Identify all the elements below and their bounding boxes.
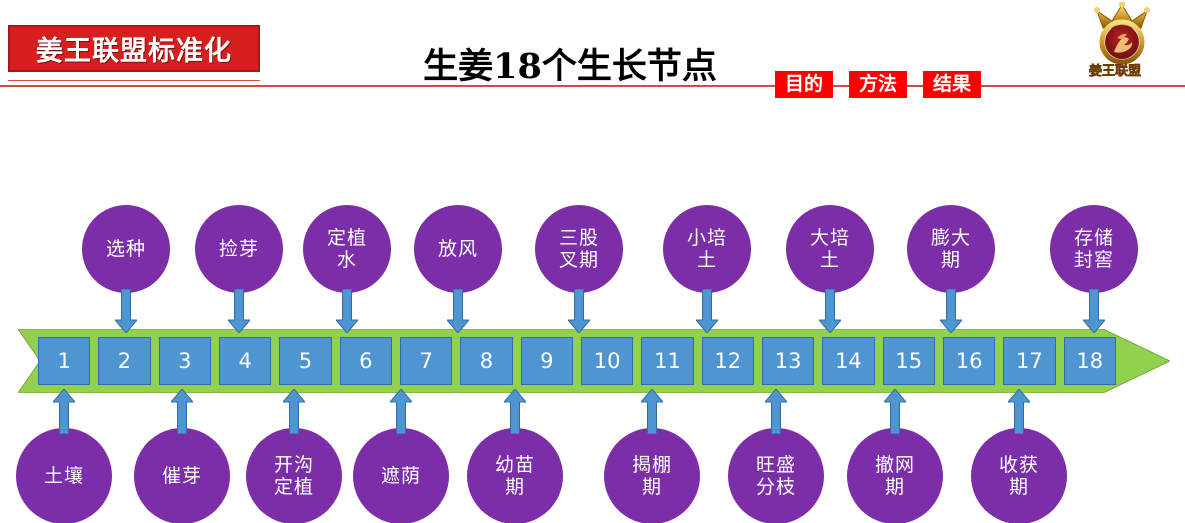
timeline-box-7[interactable]: 7 xyxy=(399,337,453,385)
top-connector-arrow-6 xyxy=(696,289,718,333)
timeline-box-10[interactable]: 10 xyxy=(580,337,634,385)
page-title: 生姜18个生长节点 xyxy=(423,46,717,87)
timeline-box-4[interactable]: 4 xyxy=(218,337,272,385)
bottom-connector-arrow-1 xyxy=(53,389,75,434)
top-node-label: 三股叉期 xyxy=(558,226,599,271)
timeline-box-8[interactable]: 8 xyxy=(460,337,513,385)
top-connector-arrow-4 xyxy=(447,289,469,333)
bottom-node-8[interactable]: 撤网期 xyxy=(847,428,943,523)
bottom-node-label: 开沟定植 xyxy=(273,453,314,498)
timeline-number-boxes: 1 2 3 4 5 6 7 8 9 10 11 12 13 14 15 16 1… xyxy=(38,337,1116,385)
top-node-label: 存储封窖 xyxy=(1073,226,1114,271)
top-connector-arrow-2 xyxy=(228,289,250,333)
pill-purpose[interactable]: 目的 xyxy=(775,71,834,98)
timeline-box-3[interactable]: 3 xyxy=(158,337,211,385)
bottom-node-6[interactable]: 揭棚期 xyxy=(604,428,700,523)
bottom-connector-arrow-4 xyxy=(390,389,412,434)
svg-text:姜王联盟: 姜王联盟 xyxy=(1089,63,1141,79)
timeline-box-2[interactable]: 2 xyxy=(98,337,151,385)
bottom-node-label: 旺盛分枝 xyxy=(755,453,796,498)
bottom-connector-arrow-9 xyxy=(1008,389,1030,434)
bottom-node-label: 遮荫 xyxy=(380,464,421,487)
top-node-3[interactable]: 定植水 xyxy=(303,205,391,293)
top-node-1[interactable]: 选种 xyxy=(82,205,170,293)
bottom-node-7[interactable]: 旺盛分枝 xyxy=(728,428,824,523)
top-node-label: 膨大期 xyxy=(930,226,971,271)
timeline-box-13[interactable]: 13 xyxy=(761,337,815,385)
bottom-connector-arrow-5 xyxy=(504,389,526,434)
bottom-node-2[interactable]: 催芽 xyxy=(134,428,230,523)
top-node-label: 选种 xyxy=(105,237,146,260)
top-node-label: 定植水 xyxy=(326,226,367,271)
timeline-box-14[interactable]: 14 xyxy=(822,337,875,385)
timeline-box-11[interactable]: 11 xyxy=(641,337,694,385)
timeline-box-17[interactable]: 17 xyxy=(1003,337,1056,385)
timeline-box-1[interactable]: 1 xyxy=(38,337,91,385)
top-connector-arrow-3 xyxy=(336,289,358,333)
timeline-box-15[interactable]: 15 xyxy=(882,337,935,385)
top-node-label: 捡芽 xyxy=(218,237,259,260)
top-node-9[interactable]: 存储封窖 xyxy=(1050,205,1138,293)
timeline-box-5[interactable]: 5 xyxy=(279,337,332,385)
bottom-node-5[interactable]: 幼苗期 xyxy=(467,428,563,523)
top-connector-arrow-9 xyxy=(1083,289,1105,333)
pill-result[interactable]: 结果 xyxy=(923,71,982,98)
bottom-node-label: 幼苗期 xyxy=(494,453,535,498)
pill-group: 目的 方法 结果 xyxy=(775,71,982,98)
bottom-node-label: 揭棚期 xyxy=(631,453,672,498)
bottom-node-label: 撤网期 xyxy=(874,453,915,498)
timeline-box-12[interactable]: 12 xyxy=(701,337,754,385)
bottom-node-4[interactable]: 遮荫 xyxy=(353,428,449,523)
top-node-2[interactable]: 捡芽 xyxy=(195,205,283,293)
top-node-6[interactable]: 小培土 xyxy=(663,205,751,293)
top-node-label: 放风 xyxy=(437,237,478,260)
top-node-label: 小培土 xyxy=(686,226,727,271)
timeline-box-9[interactable]: 9 xyxy=(520,337,573,385)
bottom-connector-arrow-3 xyxy=(283,389,305,434)
bottom-connector-arrow-8 xyxy=(884,389,906,434)
top-node-7[interactable]: 大培土 xyxy=(786,205,874,293)
timeline-box-6[interactable]: 6 xyxy=(339,337,392,385)
pill-method[interactable]: 方法 xyxy=(849,71,908,98)
top-connector-arrow-7 xyxy=(819,289,841,333)
bottom-node-label: 催芽 xyxy=(161,464,202,487)
top-node-5[interactable]: 三股叉期 xyxy=(535,205,623,293)
bottom-node-label: 土壤 xyxy=(43,464,84,487)
top-node-8[interactable]: 膨大期 xyxy=(907,205,995,293)
brand-banner-text: 姜王联盟标准化 xyxy=(36,36,232,67)
top-node-label: 大培土 xyxy=(809,226,850,271)
top-connector-arrow-5 xyxy=(568,289,590,333)
top-connector-arrow-1 xyxy=(115,289,137,333)
header-divider-line xyxy=(0,85,1185,87)
timeline-box-18[interactable]: 18 xyxy=(1063,337,1116,385)
bottom-node-9[interactable]: 收获期 xyxy=(971,428,1067,523)
bottom-node-3[interactable]: 开沟定植 xyxy=(246,428,342,523)
bottom-connector-arrow-2 xyxy=(171,389,193,434)
brand-banner: 姜王联盟标准化 xyxy=(8,25,260,72)
bottom-node-label: 收获期 xyxy=(998,453,1039,498)
bottom-connector-arrow-6 xyxy=(641,389,663,434)
timeline-box-16[interactable]: 16 xyxy=(942,337,996,385)
jiangwang-alliance-logo: 姜王联盟 xyxy=(1081,1,1177,80)
bottom-connector-arrow-7 xyxy=(765,389,787,434)
top-connector-arrow-8 xyxy=(940,289,962,333)
banner-underline xyxy=(8,80,260,81)
bottom-node-1[interactable]: 土壤 xyxy=(16,428,112,523)
top-node-4[interactable]: 放风 xyxy=(414,205,502,293)
